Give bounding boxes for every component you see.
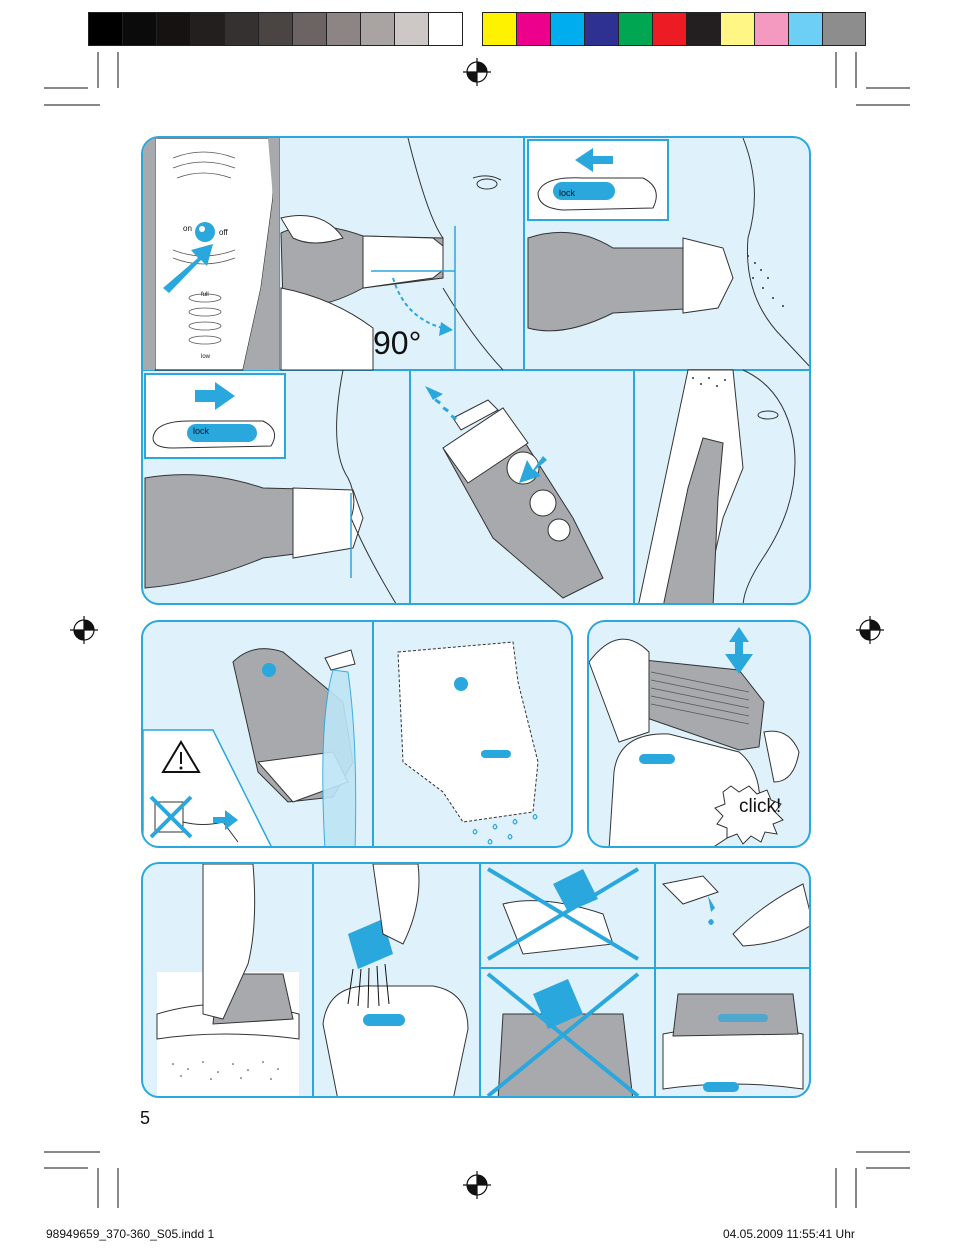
panel-usage: 90° xyxy=(141,136,811,605)
shaver-90-degree-illustration xyxy=(280,138,504,371)
panel-water-cleaning xyxy=(141,620,573,848)
brush-shaver-head-illustration xyxy=(322,864,469,1096)
water-cleaning-illustrations xyxy=(143,622,539,846)
footer-file-name: 98949659_370-360_S05.indd 1 xyxy=(46,1227,215,1241)
wrong-brush-foil-illustration xyxy=(486,867,640,961)
lock-slide-right-illustration xyxy=(144,369,397,603)
tap-foil-illustration xyxy=(156,864,300,1096)
foil-click-illustration xyxy=(589,627,800,846)
trimmer-popup-illustration xyxy=(425,386,604,599)
swatch-grey-9 xyxy=(360,12,395,46)
page-number: 5 xyxy=(140,1108,151,1128)
swatch-grey-11 xyxy=(428,12,463,46)
oil-bottle-illustration xyxy=(661,875,809,947)
click-label: click! xyxy=(739,796,782,817)
battery-full-label: full xyxy=(201,292,209,298)
trimming-sideburns-illustration xyxy=(638,369,796,603)
oil-foil-illustration xyxy=(662,993,804,1092)
angle-label: 90° xyxy=(373,325,421,361)
battery-low-label: low xyxy=(201,354,211,360)
swatch-grey-8 xyxy=(326,12,361,46)
panel-foil-click: click! xyxy=(587,620,811,848)
switch-off-label: off xyxy=(219,228,228,237)
switch-on-label: on xyxy=(183,224,192,233)
swatch-yellow xyxy=(482,12,517,46)
swatch-pink xyxy=(754,12,789,46)
lock-label-top: lock xyxy=(559,188,576,198)
usage-illustrations: 90° xyxy=(143,138,809,603)
swatch-red xyxy=(652,12,687,46)
swatch-grey-5 xyxy=(224,12,259,46)
swatch-grey-10 xyxy=(394,12,429,46)
shaver-switch-illustration xyxy=(143,138,279,371)
swatch-light-cyan xyxy=(788,12,823,46)
wrong-brush-cutter-illustration xyxy=(486,972,640,1096)
swatch-grey-7 xyxy=(292,12,327,46)
lock-slide-left-illustration xyxy=(527,138,809,367)
brush-cleaning-illustrations xyxy=(156,864,809,1096)
swatch-grey-last xyxy=(822,12,866,46)
swatch-grey-3 xyxy=(156,12,191,46)
footer-date: 04.05.2009 11:55:41 Uhr xyxy=(723,1227,855,1241)
swatch-grey-1 xyxy=(88,12,123,46)
lock-label-bottom: lock xyxy=(193,426,210,436)
swatch-grey-2 xyxy=(122,12,157,46)
swatch-green xyxy=(618,12,653,46)
swatch-light-yellow xyxy=(720,12,755,46)
panel-brush-cleaning xyxy=(141,862,811,1098)
